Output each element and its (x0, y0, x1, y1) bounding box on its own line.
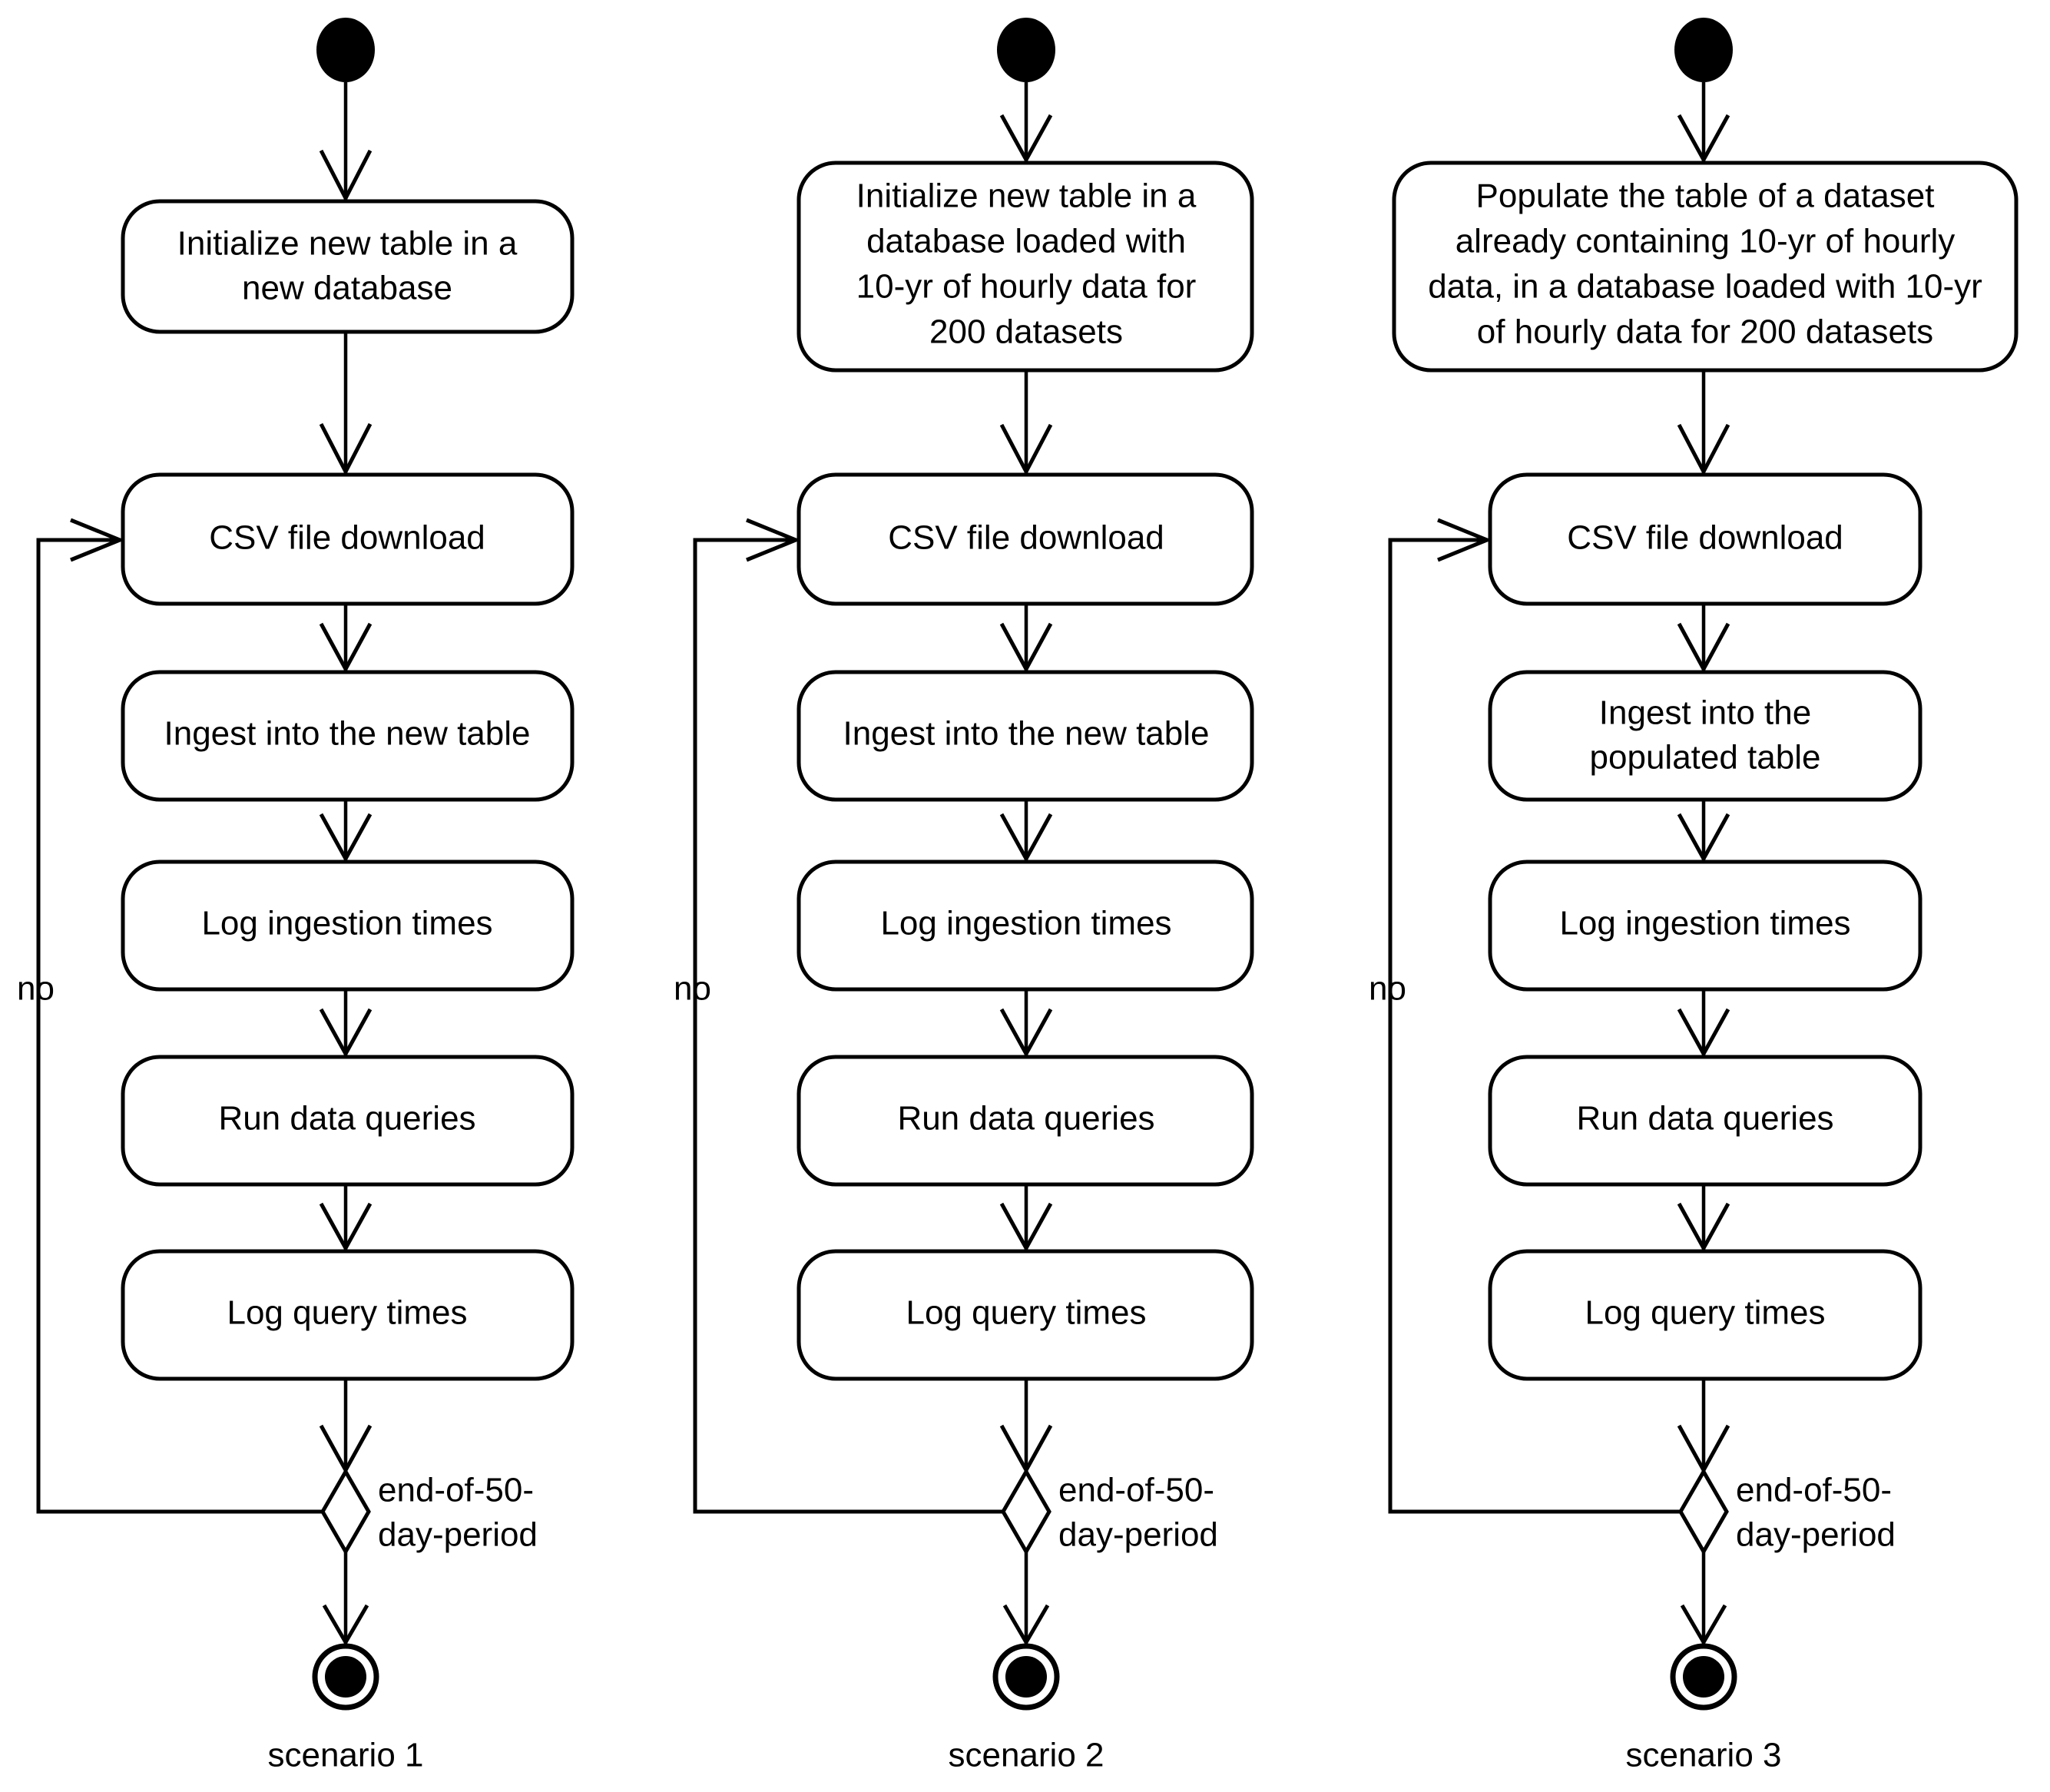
arrow-head-icon (319, 1202, 373, 1253)
arrow-head-icon (1677, 622, 1730, 674)
loop-back-edge (36, 538, 323, 1514)
decision-label: end-of-50- (1058, 1472, 1214, 1509)
arrow-head-icon (1677, 423, 1730, 476)
activity-label: data, in a database loaded with 10-yr (1428, 268, 1982, 306)
activity-node-log-query-times[interactable] (121, 1249, 575, 1381)
scenario-3-column: Populate the table of a dataset already … (1369, 18, 2019, 1774)
guard-label-no: no (1369, 970, 1406, 1008)
arrow-head-icon (1677, 1202, 1730, 1253)
decision-label: day-period (1736, 1516, 1896, 1554)
final-node-fill-icon (325, 1656, 366, 1698)
arrow-head-icon (1677, 813, 1730, 863)
arrow-head-icon (319, 1008, 373, 1058)
arrow-head-icon (319, 149, 373, 203)
activity-label: 200 datasets (929, 313, 1123, 351)
initial-node-icon (1674, 18, 1733, 82)
scenario-caption: scenario 3 (1625, 1737, 1781, 1774)
activity-label: 10-yr of hourly data for (856, 268, 1197, 306)
decision-label: end-of-50- (1736, 1472, 1892, 1509)
activity-label: Run data queries (1576, 1100, 1833, 1138)
activity-label: Initialize new table in a (856, 177, 1197, 215)
initial-node-icon (997, 18, 1055, 82)
arrow-head-icon (319, 622, 373, 674)
arrow-head-icon (999, 1202, 1053, 1253)
arrow-head-icon (1002, 1604, 1050, 1646)
activity-label: Log ingestion times (1559, 905, 1850, 942)
scenario-1-column: Initialize new table in a new database C… (17, 18, 575, 1774)
activity-node-run-data-queries[interactable] (121, 1055, 575, 1187)
decision-node[interactable] (320, 1467, 371, 1556)
arrow-head-icon (1677, 114, 1730, 164)
arrow-head-icon (1680, 1604, 1727, 1646)
activity-label: Ingest into the (1599, 694, 1811, 732)
arrow-head-icon (1437, 518, 1492, 562)
activity-label: Log ingestion times (201, 905, 492, 942)
arrow-head-icon (322, 1604, 369, 1646)
activity-label: Log ingestion times (880, 905, 1171, 942)
activity-label: CSV file download (1567, 519, 1843, 557)
activity-label: Ingest into the new table (164, 715, 531, 753)
initial-node-icon (316, 18, 375, 82)
arrow-head-icon (999, 813, 1053, 863)
arrow-head-icon (1677, 1008, 1730, 1058)
loop-back-edge (693, 538, 1003, 1514)
arrow-head-icon (999, 423, 1053, 476)
loop-back-edge (1388, 538, 1681, 1514)
decision-node[interactable] (1678, 1467, 1729, 1556)
arrow-head-icon (999, 114, 1053, 164)
activity-label: CSV file download (888, 519, 1164, 557)
activity-node-log-ingestion-times[interactable] (121, 860, 575, 992)
arrow-head-icon (70, 518, 125, 562)
scenario-caption: scenario 1 (267, 1737, 423, 1774)
decision-label: end-of-50- (378, 1472, 534, 1509)
activity-node-header[interactable] (121, 199, 575, 334)
activity-label: Populate the table of a dataset (1476, 177, 1935, 215)
activity-node-ingest[interactable] (121, 670, 575, 802)
activity-label: Run data queries (897, 1100, 1154, 1138)
arrow-head-icon (999, 622, 1053, 674)
activity-label: of hourly data for 200 datasets (1477, 313, 1933, 351)
activity-label: Log query times (227, 1294, 467, 1332)
final-node-fill-icon (1683, 1656, 1724, 1698)
scenario-caption: scenario 2 (948, 1737, 1104, 1774)
arrow-head-icon (746, 518, 801, 562)
scenario-2-column: Initialize new table in a database loade… (674, 18, 1254, 1774)
decision-node[interactable] (1001, 1467, 1051, 1556)
activity-label: CSV file download (209, 519, 485, 557)
activity-label: populated table (1590, 739, 1821, 777)
activity-label: Log query times (1585, 1294, 1825, 1332)
activity-label: database loaded with (866, 223, 1186, 260)
arrow-head-icon (999, 1008, 1053, 1058)
activity-label: Ingest into the new table (843, 715, 1210, 753)
activity-node-ingest[interactable] (1488, 670, 1922, 802)
decision-label: day-period (1058, 1516, 1218, 1554)
activity-label: Log query times (906, 1294, 1146, 1332)
activity-label: new database (242, 270, 452, 307)
decision-label: day-period (378, 1516, 538, 1554)
activity-label: already containing 10-yr of hourly (1456, 223, 1956, 260)
arrow-head-icon (319, 422, 373, 476)
guard-label-no: no (17, 970, 55, 1008)
activity-label: Initialize new table in a (177, 225, 518, 263)
activity-label: Run data queries (218, 1100, 475, 1138)
guard-label-no: no (674, 970, 711, 1008)
final-node-fill-icon (1005, 1656, 1047, 1698)
arrow-head-icon (319, 813, 373, 863)
